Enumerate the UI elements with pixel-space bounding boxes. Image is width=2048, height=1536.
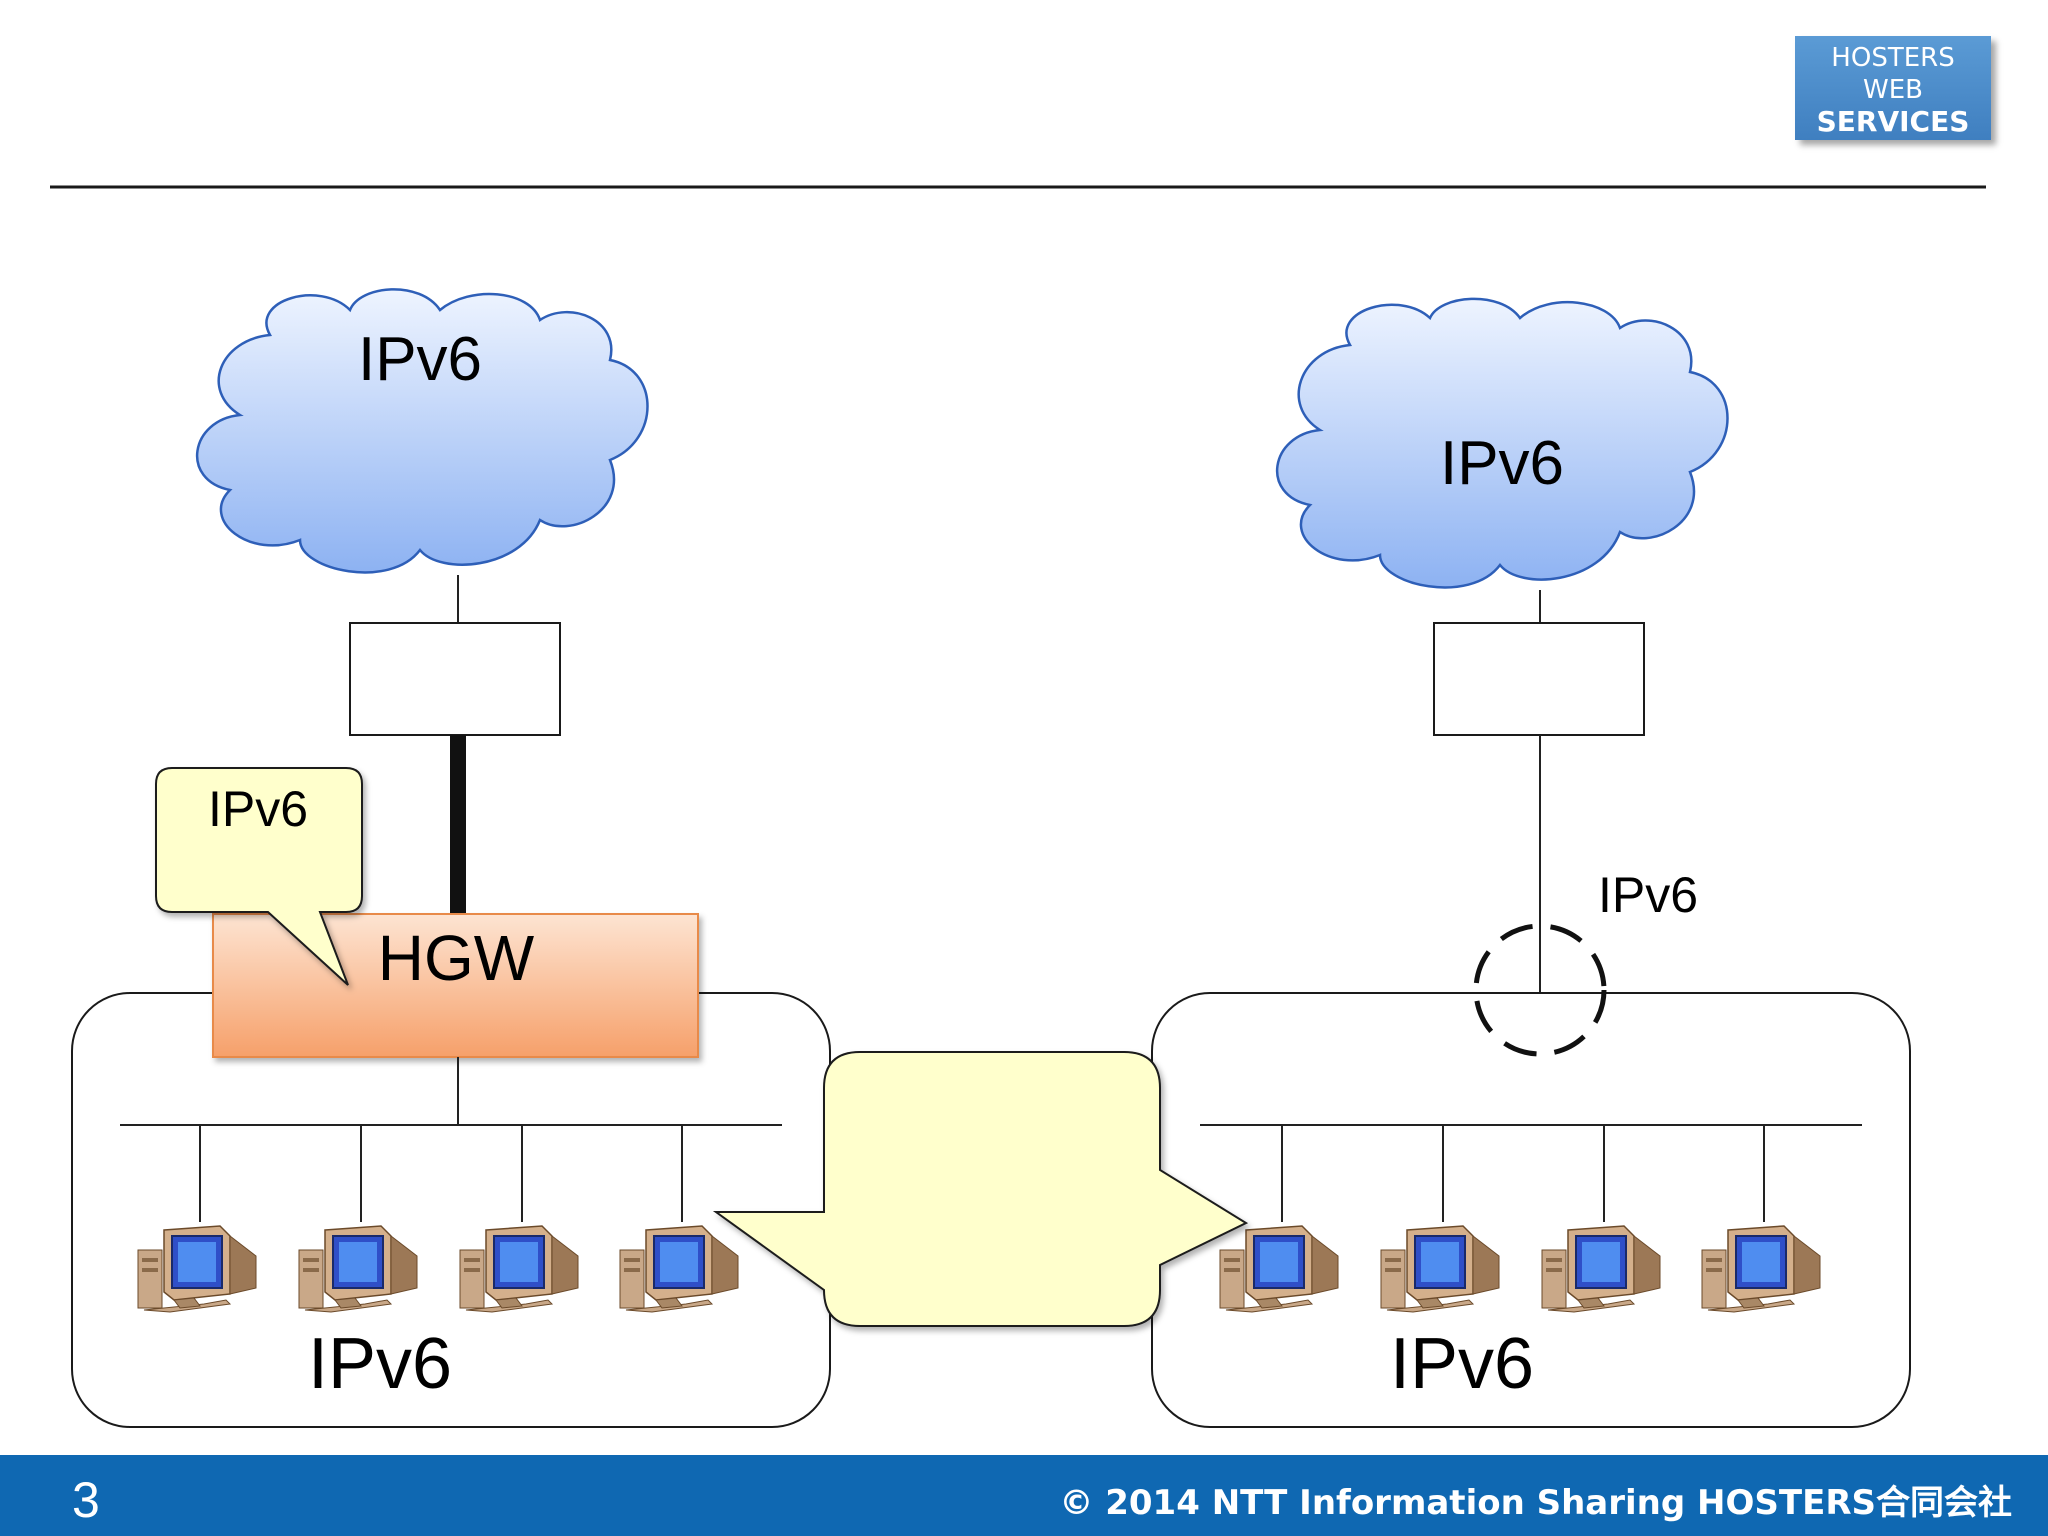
left-cloud-label: IPv6 [358, 325, 482, 394]
left-cloud [195, 288, 649, 574]
left-network-box [349, 622, 561, 736]
logo-line-2: WEB [1863, 75, 1923, 105]
logo-line-1: HOSTERS [1831, 43, 1955, 73]
hgw-box [212, 913, 699, 1058]
hgw-label: HGW [378, 922, 535, 994]
page-number: 3 [72, 1472, 100, 1528]
logo-line-3: SERVICES [1816, 105, 1970, 138]
footer-bar: 3 © 2014 NTT Information Sharing HOSTERS… [0, 1455, 2048, 1536]
right-cloud-label: IPv6 [1440, 429, 1564, 498]
tunnel-label: IPv6 [1598, 867, 1698, 923]
right-network-box [1433, 622, 1645, 736]
right-lan-label: IPv6 [1390, 1324, 1534, 1404]
ipv6-callout [155, 767, 363, 986]
callout-label: IPv6 [208, 781, 308, 837]
right-cloud [1275, 297, 1729, 589]
hosters-logo: HOSTERS WEB SERVICES [1795, 36, 1991, 140]
center-speech-bubble [712, 1051, 1249, 1327]
left-lan-label: IPv6 [308, 1324, 452, 1404]
tunnel-circle [1473, 923, 1607, 1057]
copyright-text: © 2014 NTT Information Sharing HOSTERS合同… [1059, 1483, 2012, 1523]
